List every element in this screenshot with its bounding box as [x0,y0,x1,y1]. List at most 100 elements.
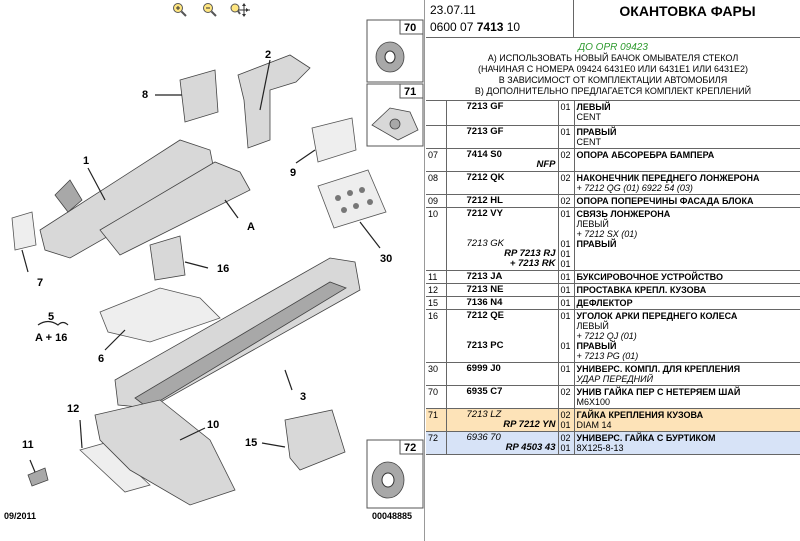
ref-code[interactable]: 7212 HL [466,194,503,206]
date-footer: 09/2011 [4,511,36,521]
ref-code-alt[interactable]: 7213 GK [466,237,505,249]
ref-code[interactable]: 6999 J0 [466,362,501,374]
row-reference: 7414 S0 NFP [446,148,559,172]
part-7-plate [11,211,37,251]
label-a16: A + 16 [35,332,67,344]
part-11-tow-eye [27,467,49,487]
part-12-strap [79,442,151,493]
desc-line: CENT [576,136,602,147]
label-16: 16 [217,263,229,275]
ref-code[interactable]: 7136 N4 [466,296,503,308]
qty-value: 01 [560,248,571,259]
ref-code[interactable]: 7212 QE [466,309,505,321]
note-line: А) ИСПОЛЬЗОВАТЬ НОВЫЙ БАЧОК ОМЫВАТЕЛЯ СТ… [487,53,739,63]
qty-value: 01 [560,363,571,374]
desc-note: + 7212 SX (01) [576,228,638,239]
row-description: ПРОСТАВКА КРЕПЛ. КУЗОВА [574,283,800,297]
pan-icon[interactable] [230,2,250,18]
label-72: 72 [404,442,416,454]
desc-title: ПРАВЫЙ [576,126,617,137]
callout-box-72[interactable] [366,439,424,509]
desc-title: ЛЕВЫЙ [576,102,611,112]
qty-value: 02 [560,409,571,420]
row-quantity: 01 [558,125,575,149]
row-position: 15 [426,296,447,310]
note-line: В ЗАВИСИМОСТ ОТ КОМПЛЕКТАЦИИ АВТОМОБИЛЯ [498,75,728,85]
ref-code[interactable]: 7212 VY [466,207,503,219]
row-description: ОПОРА ПОПЕРЕЧИНЫ ФАСАДА БЛОКА [574,194,800,208]
note-title: ДО OPR 09423 [578,42,648,53]
row-quantity: 01 [558,362,575,386]
row-position: 07 [426,148,447,172]
row-quantity: 01 [558,270,575,284]
qty-value: 02 [560,386,571,397]
desc-note: + 7212 QJ (01) [576,330,637,341]
ref-code[interactable]: 7213 NE [466,283,504,295]
ref-code[interactable]: 6936 70 [466,431,501,443]
qty-value: 01 [560,271,571,282]
exploded-diagram[interactable]: 1 2 8 9 7 A 16 30 5 A + 16 6 3 12 10 11 … [0,0,425,541]
callout-box-70[interactable] [366,19,424,83]
ref-code[interactable]: 7213 GF [466,101,504,112]
qty-value: 01 [560,126,571,137]
qty-value: 01 [560,208,571,219]
ref-code[interactable]: 6935 C7 [466,385,503,397]
label-15: 15 [245,437,257,449]
row-position: 30 [426,362,447,386]
row-position: 10 [426,207,447,271]
row-description: НАКОНЕЧНИК ПЕРЕДНЕГО ЛОНЖЕРОНА+ 7212 QG … [574,171,800,195]
qty-value: 02 [560,172,571,183]
ref-code[interactable]: 7212 QK [466,171,505,183]
ref-code[interactable]: 7414 S0 [466,148,502,160]
ref-replacement: RP 4503 43 [505,441,556,453]
desc-line: DIAM 14 [576,419,612,430]
diagram-pane[interactable]: 1 2 8 9 7 A 16 30 5 A + 16 6 3 12 10 11 … [0,0,425,541]
row-reference: 7136 N4 [446,296,559,310]
row-position [426,101,447,126]
header-meta: 23.07.11 0600 07 7413 10 [426,0,574,38]
zoom-in-icon[interactable] [170,2,190,18]
row-position: 09 [426,194,447,208]
parts-pane[interactable]: 23.07.11 0600 07 7413 10 ОКАНТОВКА ФАРЫ … [426,0,800,541]
row-description: ДЕФЛЕКТОР [574,296,800,310]
zoom-out-icon[interactable] [200,2,220,18]
part-15-deflector [284,409,346,471]
part-30-fasteners [335,187,373,213]
ref-replacement: RP 7213 RJ [504,247,556,259]
callout-box-71[interactable] [366,83,424,147]
qty-value: 01 [560,258,571,269]
desc-note: + 7213 PG (01) [576,350,639,361]
ref-code-alt[interactable]: 7213 PC [466,339,504,351]
desc-title: НАКОНЕЧНИК ПЕРЕДНЕГО ЛОНЖЕРОНА [576,172,760,183]
label-71: 71 [404,86,416,98]
ref-code[interactable]: 7213 GF [466,125,504,137]
note-block: ДО OPR 09423 А) ИСПОЛЬЗОВАТЬ НОВЫЙ БАЧОК… [426,39,800,101]
ref-code[interactable]: 7213 LZ [466,408,502,420]
page-title: ОКАНТОВКА ФАРЫ [619,3,756,19]
ref-code[interactable]: 7213 JA [466,270,503,282]
ref-replacement: + 7213 RK [509,257,556,269]
ref-replacement: NFP [536,158,556,170]
